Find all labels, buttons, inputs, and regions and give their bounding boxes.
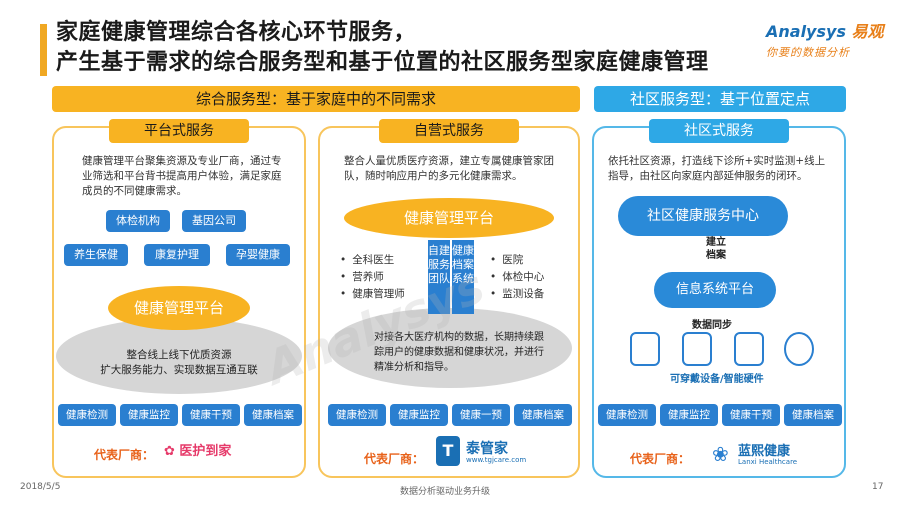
panel3-arrow-label: 建立档案 <box>706 237 726 261</box>
bullet-hospital: 医院 <box>490 252 544 269</box>
bullet-nutritionist: 营养师 <box>340 269 405 286</box>
panel3-vendor-en: Lanxi Healthcare <box>738 458 798 466</box>
device-monitor-icon <box>682 332 712 366</box>
footer-date: 2018/5/5 <box>20 482 61 492</box>
panel2-left-bullets: 全科医生 营养师 健康管理师 <box>340 252 405 303</box>
analysys-logo: Analysys 易观 你要的数据分析 <box>766 18 886 60</box>
tab-self-operated: 自营式服务 <box>379 119 519 143</box>
logo-brand-cn: 易观 <box>851 22 884 41</box>
logo-tagline: 你要的数据分析 <box>766 46 850 59</box>
bullet-devices: 监测设备 <box>490 286 544 303</box>
panel-community-service: 社区式服务 依托社区资源，打造线下诊所+实时监测+线上指导，由社区向家庭内部延伸… <box>592 119 846 478</box>
panel1-btn-archive: 健康档案 <box>244 404 302 426</box>
footer-page-number: 17 <box>872 482 884 492</box>
tab-community-service: 社区式服务 <box>649 119 789 143</box>
bullet-checkup-center: 体检中心 <box>490 269 544 286</box>
panel2-arrow-team: 自建服务团队 <box>428 240 450 314</box>
chip-maternal: 孕婴健康 <box>226 244 290 266</box>
device-bp-cuff-icon <box>784 332 814 366</box>
panel2-vendor-icon: T <box>436 436 460 466</box>
banner-comprehensive: 综合服务型：基于家庭中的不同需求 <box>52 86 580 112</box>
title-line-1: 家庭健康管理综合各核心环节服务， <box>56 20 417 45</box>
panel1-btn-detect: 健康检测 <box>58 404 116 426</box>
panel2-btn-monitor: 健康监控 <box>390 404 448 426</box>
panel2-vendor: 泰管家 <box>466 441 508 457</box>
title-line-2: 产生基于需求的综合服务型和基于位置的社区服务型家庭健康管理 <box>56 50 709 75</box>
panel1-description: 健康管理平台聚集资源及专业厂商，通过专业筛选和平台背书提高用户体验，满足家庭成员… <box>82 155 282 197</box>
panel1-platform: 健康管理平台 <box>108 286 250 330</box>
tab-platform-service: 平台式服务 <box>109 119 249 143</box>
panel3-info-platform: 信息系统平台 <box>654 272 776 308</box>
panel-self-operated: 自营式服务 整合人量优质医疗资源，建立专属健康管家团队，随时响应用户的多元化健康… <box>318 119 580 478</box>
panel3-btn-monitor: 健康监控 <box>660 404 718 426</box>
panel2-ellipse: 对接各大医疗机构的数据，长期持续跟踪用户的健康数据和健康状况，并进行精准分析和指… <box>328 308 572 388</box>
chip-rehab: 康复护理 <box>144 244 210 266</box>
panel2-vendor-url: www.tgjcare.com <box>466 456 527 464</box>
panel2-rep-label: 代表厂商： <box>364 452 425 466</box>
panel1-btn-intervene: 健康干预 <box>182 404 240 426</box>
panel2-btn-archive: 健康档案 <box>514 404 572 426</box>
chip-gene: 基因公司 <box>182 210 246 232</box>
panel1-btn-monitor: 健康监控 <box>120 404 178 426</box>
panel3-center-cloud: 社区健康服务中心 <box>618 196 788 236</box>
panel2-platform: 健康管理平台 <box>344 198 554 238</box>
panel2-btn-detect: 健康检测 <box>328 404 386 426</box>
banner-community: 社区服务型：基于位置定点 <box>594 86 846 112</box>
panel3-btn-detect: 健康检测 <box>598 404 656 426</box>
panel3-vendor: 蓝熙健康 <box>738 444 791 459</box>
page-title: 家庭健康管理综合各核心环节服务， 产生基于需求的综合服务型和基于位置的社区服务型… <box>56 18 756 78</box>
panel1-ellipse: 整合线上线下优质资源 扩大服务能力、实现数据互通互联 <box>56 318 302 394</box>
footer-center: 数据分析驱动业务升级 <box>400 487 491 497</box>
panel1-vendor-logo: ✿ 医护到家 <box>164 444 232 459</box>
panel2-description: 整合人量优质医疗资源，建立专属健康管家团队，随时响应用户的多元化健康需求。 <box>344 155 554 182</box>
bullet-health-manager: 健康管理师 <box>340 286 405 303</box>
panel2-right-bullets: 医院 体检中心 监测设备 <box>490 252 544 303</box>
panel-platform-service: 平台式服务 健康管理平台聚集资源及专业厂商，通过专业筛选和平台背书提高用户体验，… <box>52 119 306 478</box>
title-accent-bar <box>40 24 47 76</box>
panel2-btn-intervene: 健康一预 <box>452 404 510 426</box>
chip-checkup: 体检机构 <box>106 210 170 232</box>
bullet-gp: 全科医生 <box>340 252 405 269</box>
panel1-vendor: 医护到家 <box>179 444 232 459</box>
panel2-arrow-records: 健康档案系统 <box>452 240 474 314</box>
panel3-btn-archive: 健康档案 <box>784 404 842 426</box>
panel3-vendor-lotus-icon: ❀ <box>712 442 729 466</box>
chip-wellness: 养生保健 <box>64 244 128 266</box>
panel3-devices-label: 可穿戴设备/智能硬件 <box>670 374 764 385</box>
panel3-description: 依托社区资源，打造线下诊所+实时监测+线上指导，由社区向家庭内部延伸服务的闭环。 <box>608 155 826 182</box>
panel1-rep-label: 代表厂商： <box>94 448 155 462</box>
logo-brand: Analysys <box>766 22 846 41</box>
panel3-btn-intervene: 健康干预 <box>722 404 780 426</box>
device-scale-icon <box>734 332 764 366</box>
panel3-sync-label: 数据同步 <box>692 320 732 331</box>
panel3-rep-label: 代表厂商： <box>630 452 691 466</box>
device-glucose-meter-icon <box>630 332 660 366</box>
